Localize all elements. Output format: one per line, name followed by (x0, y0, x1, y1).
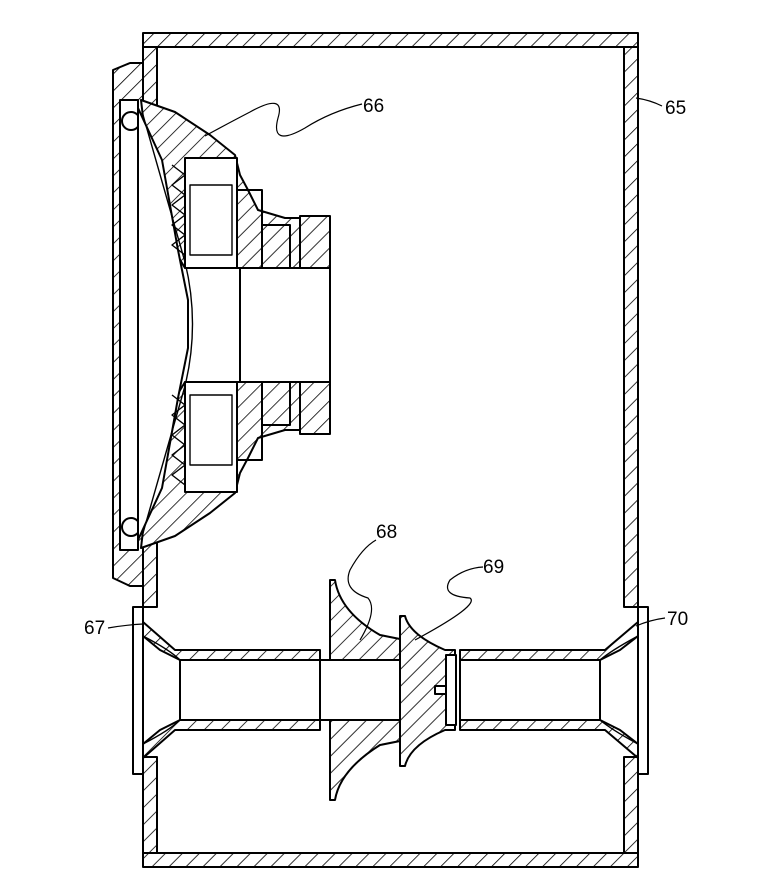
label-67: 67 (84, 618, 105, 639)
port-assembly (132, 579, 649, 801)
reference-labels: 65 66 67 68 69 70 (84, 96, 688, 641)
leader-69 (414, 566, 484, 641)
label-66: 66 (363, 96, 384, 117)
leader-70 (635, 617, 666, 627)
label-65: 65 (665, 98, 686, 119)
leader-68 (347, 539, 377, 641)
label-69: 69 (483, 557, 504, 578)
loudspeaker-driver (112, 62, 331, 587)
label-70: 70 (667, 609, 688, 630)
leader-67 (107, 623, 144, 629)
leader-65 (635, 97, 663, 107)
leader-66 (204, 102, 363, 137)
label-68: 68 (376, 522, 397, 543)
